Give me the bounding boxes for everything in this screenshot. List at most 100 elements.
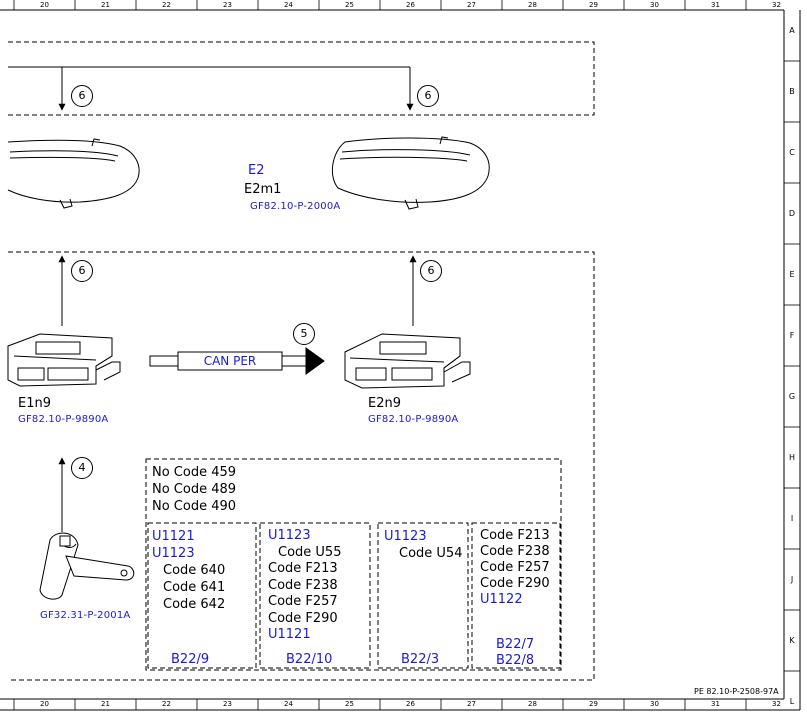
grid-row-label: B [789, 87, 795, 96]
marker-can: 5 [293, 323, 315, 345]
variant-1-footer: B22/9 [171, 652, 210, 667]
top-dashed-box [8, 41, 595, 116]
sheet-frame [0, 9, 801, 711]
variant-4-footer: B22/7 B22/8 [496, 637, 534, 669]
variant-4-footer-line: B22/8 [496, 653, 535, 668]
variant-code: Code F257 [480, 560, 550, 575]
grid-ticks [13, 0, 800, 710]
grid-column-label: 24 [284, 1, 293, 9]
marker-mid-right: 6 [420, 260, 442, 282]
grid-column-label: 20 [40, 1, 49, 9]
grid-row-label: J [790, 575, 794, 584]
grid-column-label: 21 [101, 700, 110, 708]
variant-code: Code F290 [480, 576, 550, 591]
grid-row-label: D [788, 209, 796, 218]
grid-row-label: E [789, 270, 795, 279]
grid-column-labels-top: 20 21 22 23 24 25 26 27 28 29 30 31 32 [0, 0, 790, 10]
variant-code: Code 641 [163, 580, 226, 595]
variant-code: Code 640 [163, 563, 226, 578]
marker-top-right: 6 [417, 85, 439, 107]
no-code-item: No Code 459 [152, 465, 237, 480]
module-right-ref: GF82.10-P-9890A [368, 414, 459, 425]
no-code-item: No Code 490 [152, 499, 237, 514]
variant-1-codes: U1121 U1123 Code 640 Code 641 Code 642 [152, 528, 225, 613]
no-code-item: No Code 489 [152, 482, 237, 497]
module-left-id: E1n9 [18, 396, 51, 411]
variant-code: U1122 [480, 592, 523, 607]
grid-row-label: H [788, 453, 795, 462]
variant-code: Code U55 [278, 544, 342, 560]
grid-column-label: 23 [223, 1, 232, 9]
grid-column-label: 32 [772, 1, 781, 9]
grid-column-label: 26 [406, 700, 415, 708]
module-left-ref: GF82.10-P-9890A [18, 414, 109, 425]
headlamp-left-drawing [7, 138, 140, 209]
grid-row-label: C [789, 148, 795, 157]
switch-ref: GF32.31-P-2001A [40, 610, 131, 621]
variant-code: Code F290 [268, 610, 338, 626]
variant-3-codes: U1123 Code U54 [384, 528, 462, 562]
grid-row-label: L [789, 697, 795, 706]
grid-column-label: 26 [406, 1, 415, 9]
grid-column-label: 20 [40, 700, 49, 708]
document-id: PE 82.10-P-2508-97A [694, 687, 779, 696]
grid-column-label: 22 [162, 1, 171, 9]
grid-column-label: 27 [467, 700, 476, 708]
grid-row-label: G [788, 392, 796, 401]
grid-column-label: 31 [711, 1, 720, 9]
grid-column-label: 28 [528, 700, 537, 708]
grid-column-label: 23 [223, 700, 232, 708]
variant-code: U1121 [268, 627, 311, 642]
variant-4-codes: Code F213 Code F238 Code F257 Code F290 … [480, 528, 550, 608]
can-bus-label: CAN PER [203, 354, 257, 368]
grid-column-label: 25 [345, 700, 354, 708]
headlamp-right-subid: E2m1 [244, 182, 282, 197]
grid-column-label: 29 [589, 1, 598, 9]
can-arrow [149, 347, 325, 375]
condition-boxes [145, 458, 562, 671]
module-left-drawing [7, 333, 121, 387]
variant-code: U1123 [152, 546, 195, 561]
marker-top-left: 6 [71, 85, 93, 107]
variant-code: Code F257 [268, 594, 338, 609]
grid-row-label: F [789, 331, 795, 340]
grid-row-label: K [789, 636, 795, 645]
variant-3-footer: B22/3 [401, 652, 440, 667]
headlamp-right-id: E2 [248, 163, 265, 178]
top-signal-path [8, 66, 414, 111]
module-right-drawing [344, 333, 471, 389]
grid-column-label: 29 [589, 700, 598, 708]
grid-column-label: 31 [711, 700, 720, 708]
grid-column-label: 30 [650, 1, 659, 9]
headlamp-right-drawing [331, 136, 490, 210]
module-to-lamp-arrows [58, 255, 417, 532]
headlamp-right-ref: GF82.10-P-2000A [250, 201, 341, 212]
grid-row-label: A [789, 26, 795, 35]
variant-2-footer: B22/10 [286, 652, 333, 667]
marker-switch: 4 [71, 457, 93, 479]
variant-code: Code F213 [268, 561, 338, 576]
no-code-list: No Code 459 No Code 489 No Code 490 [152, 464, 236, 515]
grid-column-label: 32 [772, 700, 781, 708]
variant-4-footer-line: B22/7 [496, 637, 535, 652]
module-right-id: E2n9 [368, 396, 401, 411]
variant-code: U1123 [384, 529, 427, 544]
grid-column-label: 24 [284, 700, 293, 708]
variant-code: Code F238 [268, 577, 338, 593]
variant-code: Code F238 [480, 544, 550, 559]
variant-code: Code F213 [480, 528, 550, 543]
variant-code: Code U54 [399, 546, 463, 561]
grid-column-label: 28 [528, 1, 537, 9]
middle-dashed-box [8, 251, 595, 681]
variant-code: U1121 [152, 529, 195, 544]
variant-2-codes: U1123 Code U55 Code F213 Code F238 Code … [268, 528, 341, 644]
grid-column-label: 25 [345, 1, 354, 9]
variant-code: Code 642 [163, 597, 226, 612]
grid-row-label: I [790, 514, 794, 523]
grid-column-label: 27 [467, 1, 476, 9]
grid-column-label: 21 [101, 1, 110, 9]
grid-column-label: 22 [162, 700, 171, 708]
variant-code: U1123 [268, 528, 311, 543]
marker-mid-left: 6 [71, 260, 93, 282]
